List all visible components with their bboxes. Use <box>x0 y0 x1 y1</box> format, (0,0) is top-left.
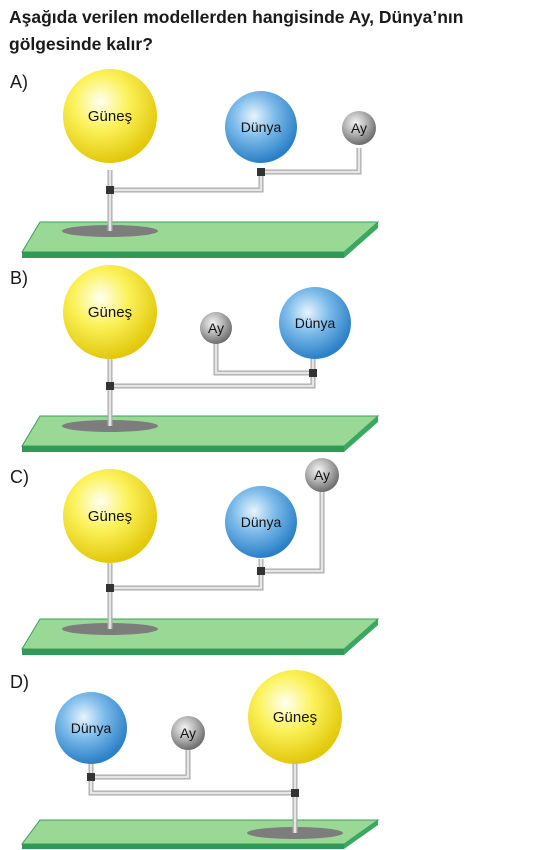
option-b-label[interactable]: B) <box>10 268 28 288</box>
rod-frame <box>107 342 316 426</box>
question-text: Aşağıda verilen modellerden hangisinde A… <box>9 4 529 58</box>
moon-sphere <box>171 716 205 750</box>
ground-plate-side <box>344 619 378 655</box>
earth-label: Dünya <box>241 514 282 530</box>
moon-sphere <box>342 111 376 145</box>
sun-label: Güneş <box>88 304 132 321</box>
moon-sphere <box>305 458 339 492</box>
rod-joint <box>87 773 95 781</box>
ground-plate <box>21 221 380 253</box>
rod-joint <box>106 584 114 592</box>
rod-joint <box>291 789 299 797</box>
question-line-2: gölgesinde kalır? <box>9 34 153 54</box>
sun-sphere <box>248 670 342 764</box>
rod-joint <box>309 369 317 377</box>
earth-sphere <box>55 692 127 764</box>
sun-sphere <box>63 469 157 563</box>
sun-label: Güneş <box>273 709 317 726</box>
moon-sphere <box>200 312 232 344</box>
rod-joint <box>106 186 114 194</box>
earth-label: Dünya <box>241 119 282 135</box>
option-c-label[interactable]: C) <box>10 467 29 487</box>
ground-plate-edge <box>22 649 344 655</box>
rod-joint <box>106 382 114 390</box>
moon-label: Ay <box>208 320 224 336</box>
earth-sphere <box>225 486 297 558</box>
sun-sphere <box>63 265 157 359</box>
ground-plate-edge <box>22 252 344 258</box>
earth-sphere <box>225 91 297 163</box>
ground-plate-edge <box>22 446 344 452</box>
ground-plate-side <box>344 416 378 452</box>
sun-label: Güneş <box>88 508 132 525</box>
ground-plate <box>21 618 380 650</box>
rod-joint <box>257 567 265 575</box>
moon-label: Ay <box>314 467 330 483</box>
option-c-model: Güneş Dünya Ay <box>21 458 380 655</box>
option-a-label[interactable]: A) <box>10 72 28 92</box>
ground-plate-edge <box>22 844 344 849</box>
question-line-1: Aşağıda verilen modellerden hangisinde A… <box>9 7 464 27</box>
sun-sphere <box>63 69 157 163</box>
option-b-model: Güneş Dünya Ay <box>21 265 380 452</box>
rod-joint <box>257 168 265 176</box>
ground-plate-side <box>344 820 378 849</box>
ground-plate <box>21 415 380 447</box>
option-d-model: Güneş Dünya Ay <box>21 670 380 849</box>
ground-plate-side <box>344 222 378 258</box>
earth-sphere <box>279 287 351 359</box>
sun-label: Güneş <box>88 108 132 125</box>
option-a-model: Güneş Dünya Ay <box>21 69 380 258</box>
moon-label: Ay <box>180 725 196 741</box>
earth-label: Dünya <box>295 315 336 331</box>
moon-label: Ay <box>351 120 367 136</box>
earth-label: Dünya <box>71 720 112 736</box>
option-d-label[interactable]: D) <box>10 672 29 692</box>
